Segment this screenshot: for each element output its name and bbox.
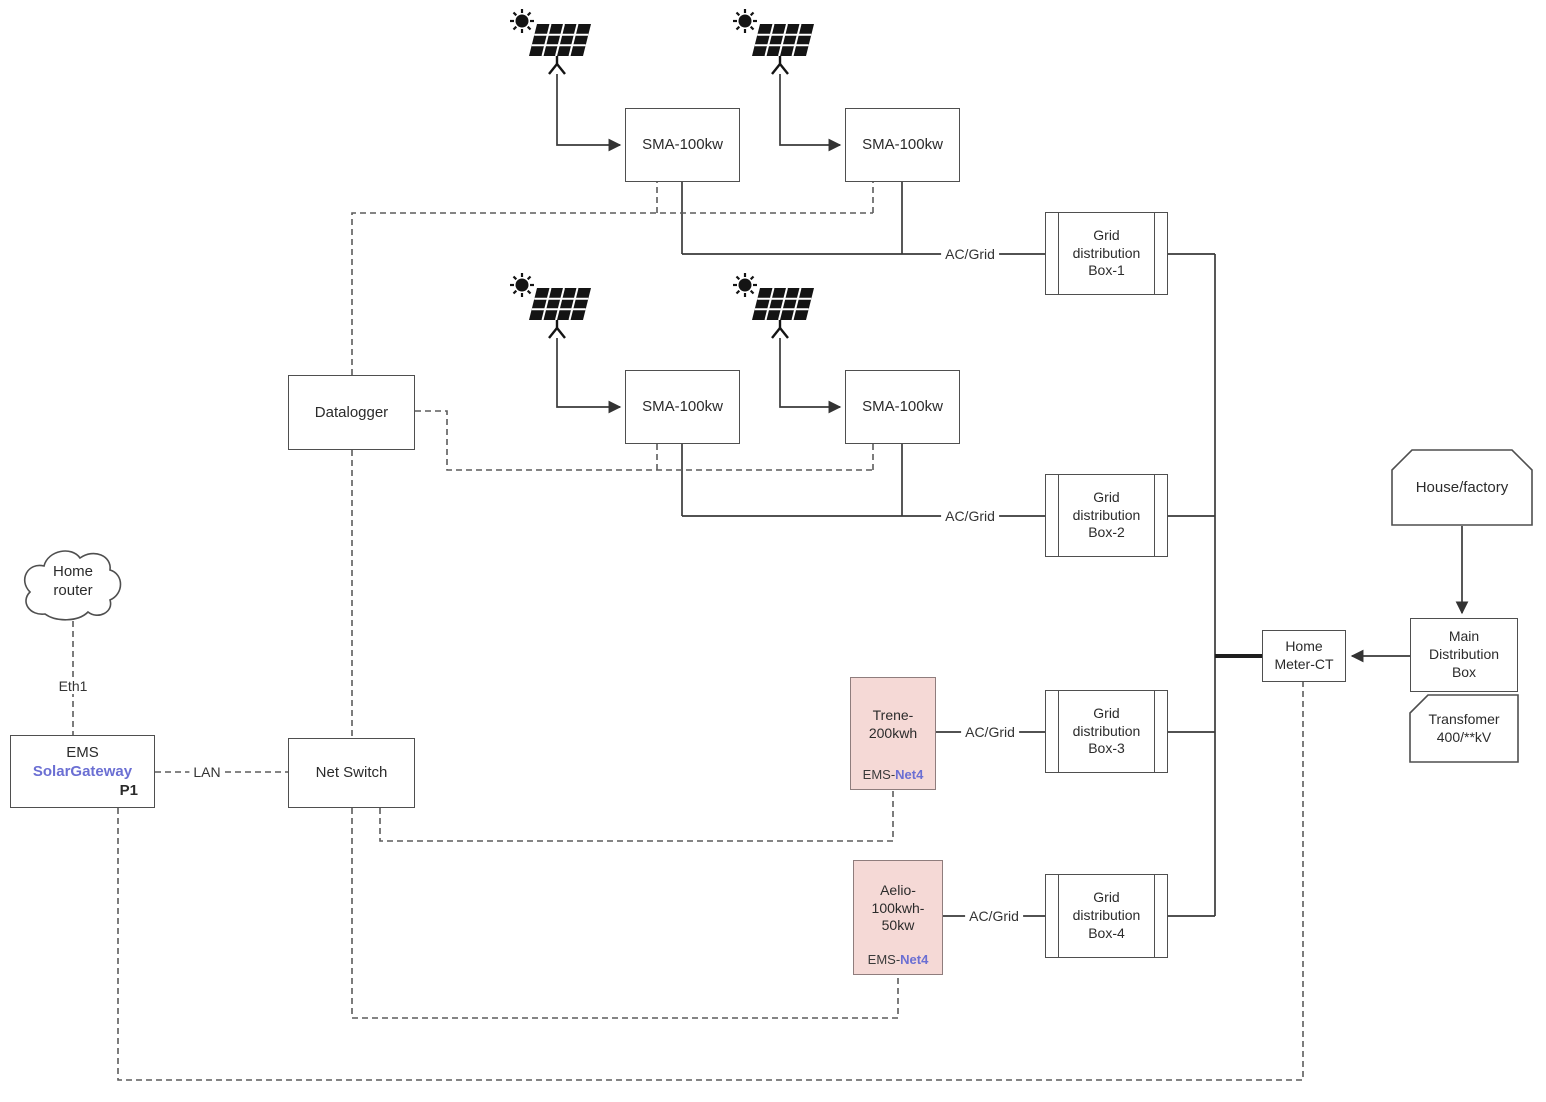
house-factory-shape	[1391, 449, 1533, 526]
gridbox-label: Box-1	[1088, 262, 1125, 279]
gridbox-label: Grid	[1093, 226, 1120, 243]
busbar-rail	[1154, 691, 1155, 772]
edge-label-eth1: Eth1	[54, 678, 92, 694]
node-home-meter-ct: Home Meter-CT	[1262, 630, 1346, 682]
node-battery-aelio: Aelio- 100kwh- 50kw EMS-Net4	[853, 860, 943, 975]
gridbox-label: Grid	[1093, 488, 1120, 505]
gridbox-label: Box-2	[1088, 524, 1125, 541]
arrow-panel4-to-sma4	[779, 338, 842, 414]
sma-label: SMA-100kw	[642, 136, 723, 154]
comm-netswitch-to-aelio	[351, 808, 899, 1019]
sma-label: SMA-100kw	[862, 398, 943, 416]
gridbox-label: distribution	[1072, 722, 1141, 739]
node-grid-distribution-box-2: Grid distribution Box-2	[1045, 474, 1168, 557]
aelio-label: 100kwh-	[871, 899, 925, 916]
home-meter-label: Home	[1285, 638, 1323, 655]
main-dist-label: Box	[1451, 663, 1477, 680]
home-router-label: Home	[52, 562, 93, 580]
gridbox-label: distribution	[1072, 506, 1141, 523]
busbar-rail	[1154, 213, 1155, 294]
gridbox-label: Box-3	[1088, 740, 1125, 757]
ems-tag-net: Net4	[900, 952, 929, 968]
busbar-rail	[1058, 875, 1059, 957]
busbar-rail	[1154, 875, 1155, 957]
node-house-factory: House/factory	[1392, 450, 1532, 525]
ems-tag-prefix: EMS-	[867, 952, 901, 968]
solar-panel-icon	[508, 7, 593, 76]
arrow-panel2-to-sma2	[779, 74, 842, 152]
arrow-panel1-to-sma1	[556, 74, 622, 152]
busbar-rail	[1058, 213, 1059, 294]
comm-datalogger-lower-bus	[415, 410, 873, 471]
gridbox-label: Grid	[1093, 704, 1120, 721]
node-sma-inverter-3: SMA-100kw	[625, 370, 740, 444]
ems-label: EMS	[66, 743, 99, 761]
arrow-panel3-to-sma3	[556, 338, 622, 414]
gridbox-label: Grid	[1093, 889, 1120, 906]
node-grid-distribution-box-3: Grid distribution Box-3	[1045, 690, 1168, 773]
trene-label: 200kwh	[868, 724, 918, 741]
ems-tag-prefix: EMS-	[862, 767, 896, 783]
main-dist-label: Main	[1448, 628, 1480, 645]
trene-label: Trene-	[872, 706, 914, 723]
datalogger-label: Datalogger	[314, 403, 389, 421]
node-datalogger: Datalogger	[288, 375, 415, 450]
trene-ems-tag: EMS-Net4	[851, 767, 935, 784]
node-home-router: Home router	[30, 556, 116, 606]
gridbox-label: distribution	[1072, 244, 1141, 261]
node-ems-solargateway: EMS SolarGateway P1	[10, 735, 155, 808]
busbar-rail	[1058, 691, 1059, 772]
node-battery-trene: Trene- 200kwh EMS-Net4	[850, 677, 936, 790]
transformer-label: 400/**kV	[1436, 728, 1492, 745]
edge-label-ac-grid-3: AC/Grid	[961, 724, 1019, 740]
home-router-label: router	[53, 582, 93, 599]
power-lines	[681, 182, 1216, 917]
ems-tag-net: Net4	[895, 767, 924, 783]
ems-port-label: P1	[119, 782, 138, 800]
busbar-rail	[1058, 475, 1059, 556]
house-label: House/factory	[1415, 478, 1509, 496]
edge-label-lan: LAN	[189, 764, 225, 780]
edge-label-ac-grid-2: AC/Grid	[941, 508, 999, 524]
node-sma-inverter-4: SMA-100kw	[845, 370, 960, 444]
ems-solargateway-label: SolarGateway	[32, 762, 133, 780]
gridbox-label: Box-4	[1088, 924, 1125, 941]
edge-label-ac-grid-4: AC/Grid	[965, 908, 1023, 924]
comm-datalogger-top-bus	[351, 212, 873, 375]
home-router-cloud-shape	[24, 550, 122, 621]
transformer-label: Transfomer	[1428, 710, 1500, 727]
main-dist-label: Distribution	[1428, 646, 1500, 663]
solar-panel-icon	[731, 271, 816, 340]
arrow-lines	[556, 74, 1469, 663]
transformer-shape	[1409, 694, 1519, 763]
aelio-label: 50kw	[881, 917, 915, 934]
node-main-distribution-box: Main Distribution Box	[1410, 618, 1518, 692]
node-sma-inverter-2: SMA-100kw	[845, 108, 960, 182]
aelio-label: Aelio-	[880, 881, 916, 898]
comm-lines	[72, 182, 1304, 1081]
home-meter-label: Meter-CT	[1274, 656, 1334, 672]
trene-label-group: Trene- 200kwh	[869, 707, 917, 761]
sma-label: SMA-100kw	[862, 136, 943, 154]
comm-ems-to-meter	[117, 682, 1304, 1081]
node-net-switch: Net Switch	[288, 738, 415, 808]
node-transformer: Transfomer 400/**kV	[1410, 695, 1518, 762]
edge-label-ac-grid-1: AC/Grid	[941, 246, 999, 262]
solar-panel-icon	[731, 7, 816, 76]
busbar-rail	[1154, 475, 1155, 556]
aelio-label-group: Aelio- 100kwh- 50kw	[872, 882, 925, 954]
gridbox-label: distribution	[1072, 907, 1141, 924]
sma-label: SMA-100kw	[642, 398, 723, 416]
node-grid-distribution-box-1: Grid distribution Box-1	[1045, 212, 1168, 295]
node-grid-distribution-box-4: Grid distribution Box-4	[1045, 874, 1168, 958]
net-switch-label: Net Switch	[315, 764, 388, 782]
node-sma-inverter-1: SMA-100kw	[625, 108, 740, 182]
aelio-ems-tag: EMS-Net4	[854, 952, 942, 969]
comm-netswitch-to-trene	[379, 790, 894, 842]
solar-panel-icon	[508, 271, 593, 340]
